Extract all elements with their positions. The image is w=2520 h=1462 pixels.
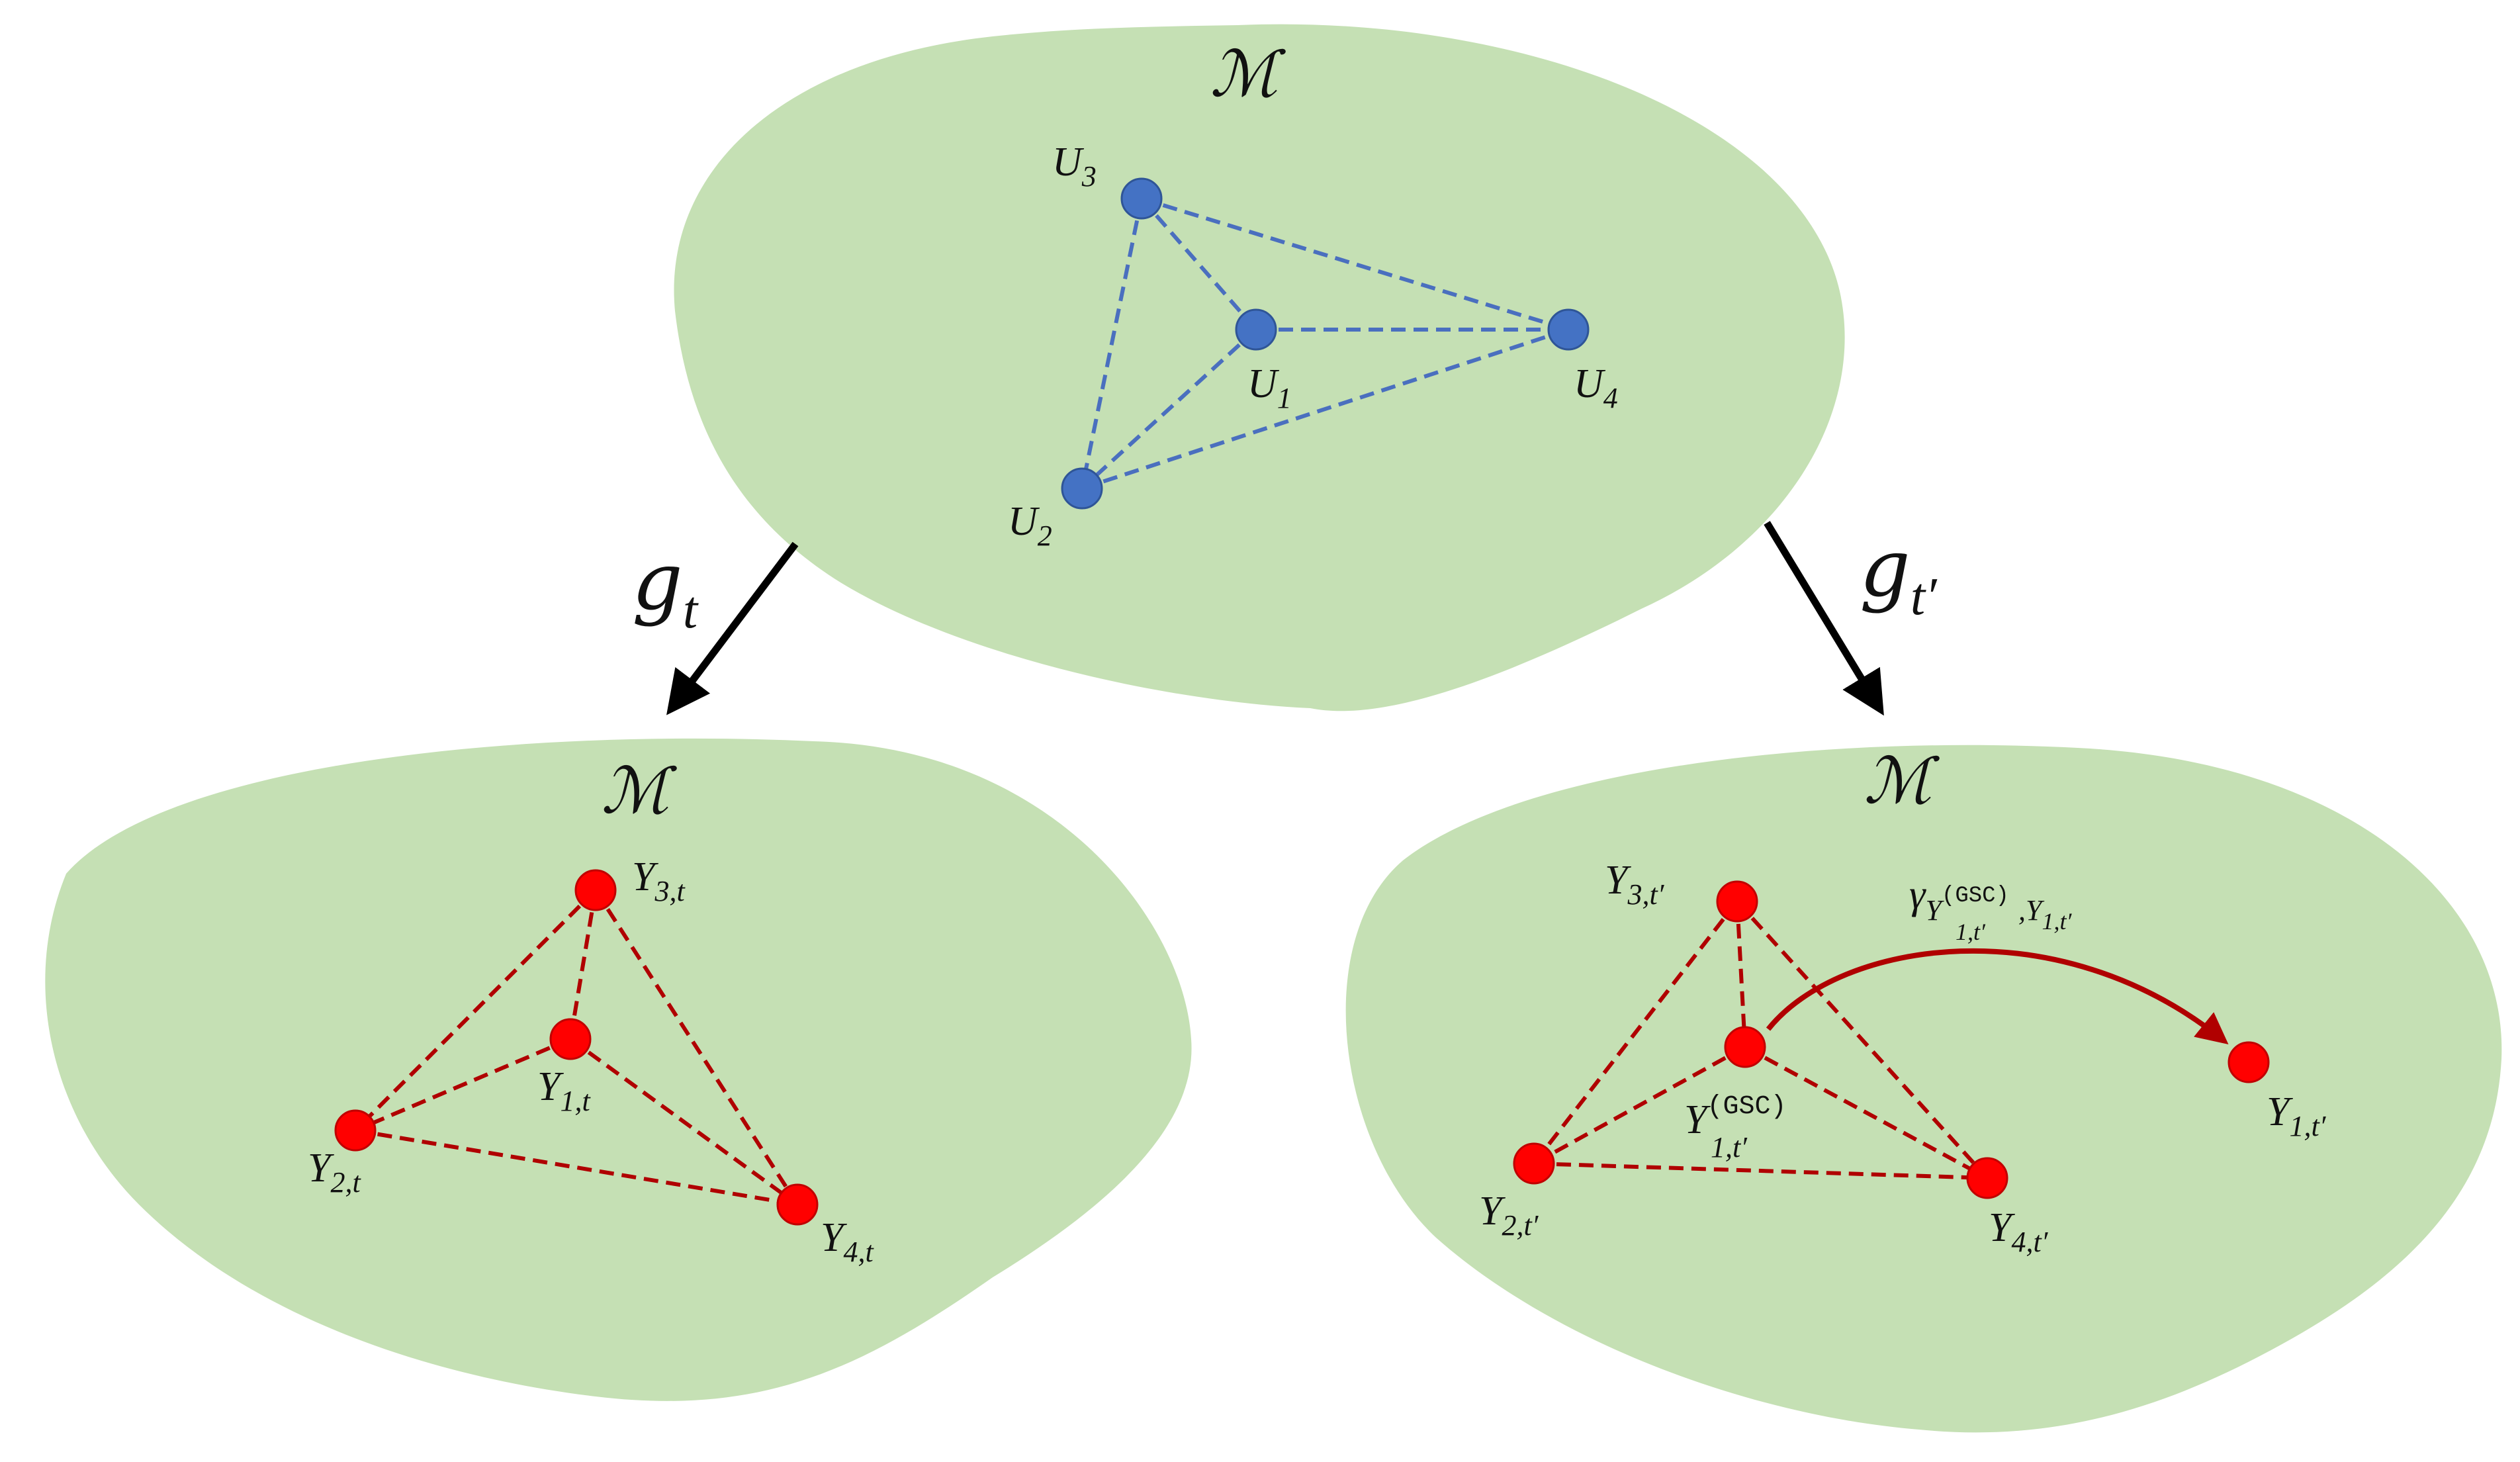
left-edges <box>353 888 799 1207</box>
label-y2-t: Y2,t <box>308 1146 361 1199</box>
node-u1 <box>1235 308 1277 351</box>
node-y2-t <box>334 1109 377 1152</box>
top-edges <box>1080 197 1569 490</box>
label-g-tprime: gt′ <box>1860 523 1938 626</box>
node-y4-t <box>776 1183 819 1226</box>
node-u4 <box>1547 308 1590 351</box>
node-y2-tprime <box>1513 1142 1555 1185</box>
node-u3 <box>1120 177 1163 220</box>
label-y4-t: Y4,t <box>821 1215 874 1268</box>
label-y1gsc-tprime: Y(GSC)1,t′ <box>1684 1092 1787 1164</box>
arrow-g-tprime <box>1764 521 1884 716</box>
node-y1-tprime <box>2228 1041 2270 1083</box>
label-geodesic: γY(GSC)1,t′,Y1,t′ <box>1909 872 2072 945</box>
node-y1gsc-tprime <box>1724 1026 1766 1068</box>
label-y3-t: Y3,t <box>632 854 686 907</box>
manifold-symbol-left: ℳ <box>602 754 678 828</box>
arrow-g-t <box>666 541 799 715</box>
manifold-blob-top <box>674 24 1845 711</box>
right-edges <box>1532 899 1989 1180</box>
node-y1-t <box>549 1018 592 1060</box>
node-y3-t <box>574 869 617 911</box>
label-y1-tprime: Y1,t′ <box>2267 1089 2327 1142</box>
label-u3: U3 <box>1052 140 1097 193</box>
label-u4: U4 <box>1574 361 1618 414</box>
label-u1: U1 <box>1247 361 1292 414</box>
label-y1-t: Y1,t <box>537 1064 591 1117</box>
manifold-symbol-right: ℳ <box>1864 744 1940 818</box>
manifold-blob-right <box>1345 745 2502 1433</box>
label-y2-tprime: Y2,t′ <box>1479 1189 1539 1242</box>
node-y4-tprime <box>1966 1157 2008 1199</box>
node-y3-tprime <box>1716 880 1758 923</box>
label-y4-tprime: Y4,t′ <box>1989 1205 2049 1258</box>
node-u2 <box>1061 467 1103 510</box>
manifold-symbol-top: ℳ <box>1210 37 1286 111</box>
manifold-blob-left <box>45 738 1192 1401</box>
label-y3-tprime: Y3,t′ <box>1605 858 1665 911</box>
label-u2: U2 <box>1008 499 1052 552</box>
label-g-t: gt <box>632 536 699 639</box>
geodesic-arrow <box>1766 948 2229 1045</box>
